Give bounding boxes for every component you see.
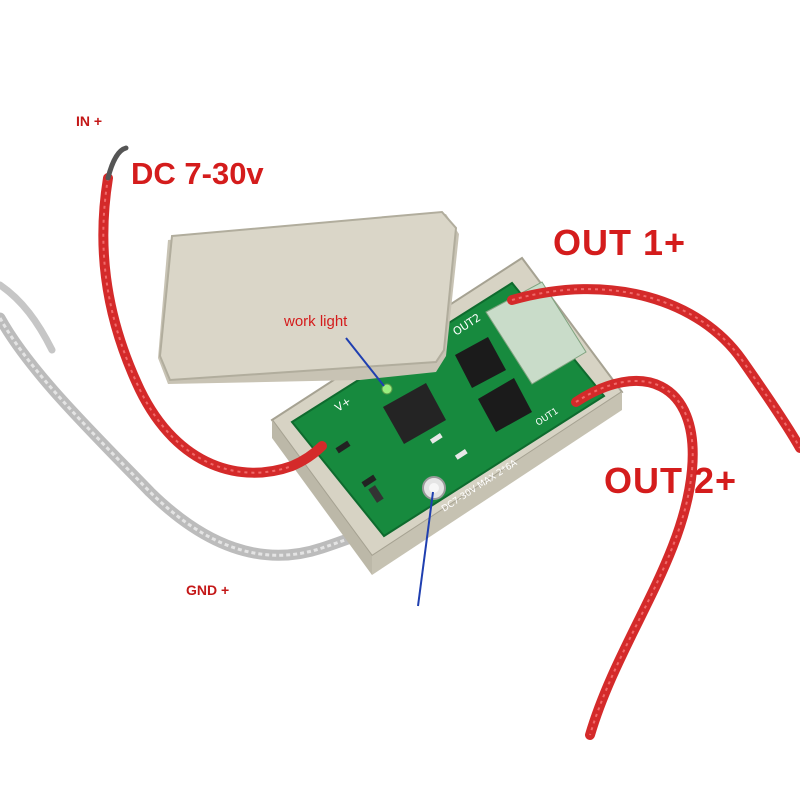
mosfet-2: [478, 378, 532, 432]
out1-label: OUT 1+: [553, 222, 687, 263]
work-light-pointer: [345, 337, 385, 387]
input-red-wire: [98, 173, 327, 478]
button-pointer: [417, 491, 434, 607]
input-wire-tip: [105, 145, 129, 181]
pcb-board: OUT2 OUT1 V+ DC7-30V MAX 2*6A: [290, 281, 606, 538]
mosfet-1: [455, 337, 506, 388]
out2-red-wire: [571, 376, 698, 740]
dc-voltage-label: DC 7-30v: [131, 156, 264, 191]
ic-chip: [383, 383, 446, 444]
out2-label: OUT 2+: [604, 460, 738, 501]
gnd-wire-upper: [0, 281, 56, 354]
work-led: [381, 383, 393, 395]
gnd-plus-label: GND +: [186, 582, 230, 598]
work-light-label: work light: [284, 313, 348, 330]
out1-red-wire: [507, 284, 800, 453]
in-plus-label: IN +: [76, 113, 103, 129]
enclosure-lid: [158, 210, 459, 384]
